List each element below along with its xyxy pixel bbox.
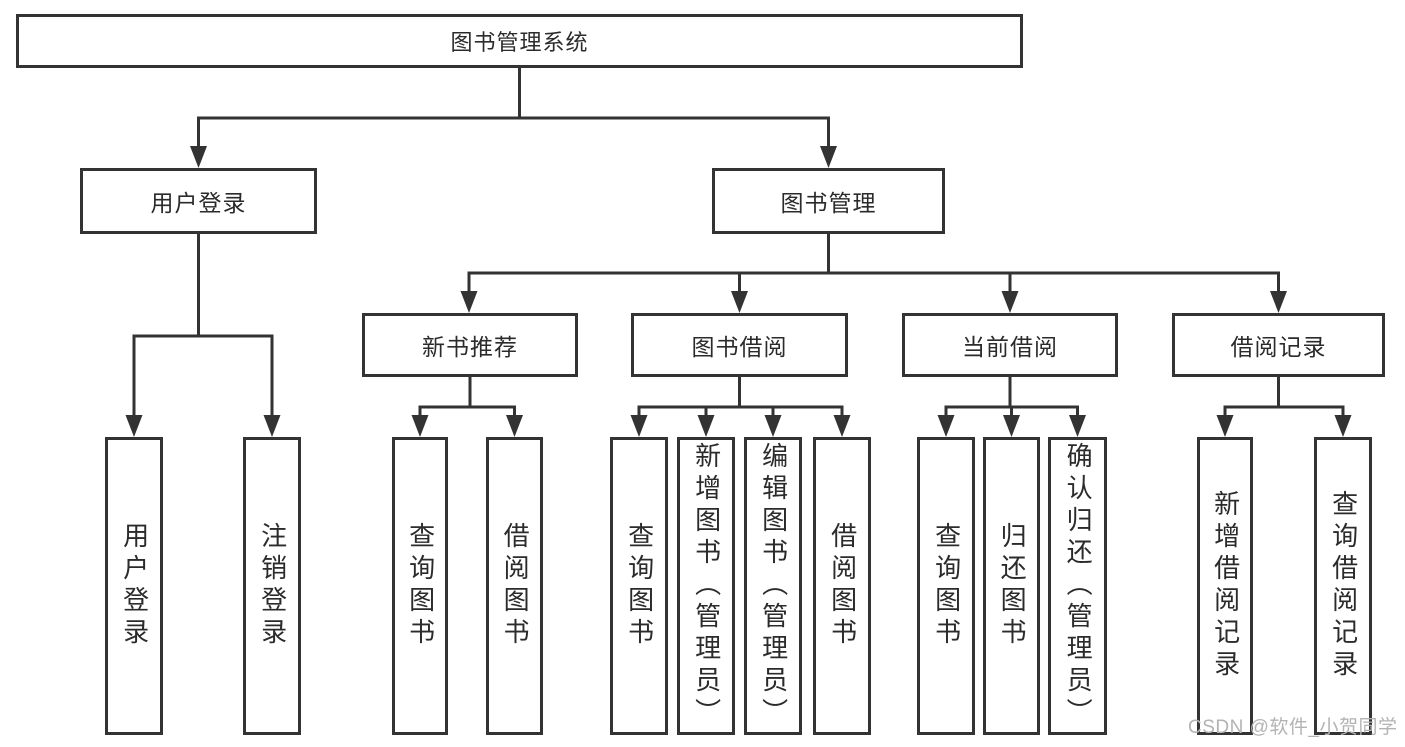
- leaf-label: 确认归还（管理员）: [1063, 442, 1094, 730]
- leaf-label: 查询图书: [405, 522, 436, 650]
- leaf-label: 新增借阅记录: [1210, 490, 1241, 682]
- leaf-add-borrow-record: 新增借阅记录: [1197, 437, 1253, 735]
- node-new-book-recommend: 新书推荐: [362, 313, 578, 377]
- node-book-borrow: 图书借阅: [631, 313, 848, 377]
- leaf-query-books-3: 查询图书: [917, 437, 975, 735]
- leaf-return-books: 归还图书: [983, 437, 1040, 735]
- leaf-label: 借阅图书: [500, 522, 531, 650]
- leaf-label: 查询图书: [931, 522, 962, 650]
- leaf-query-borrow-record: 查询借阅记录: [1314, 437, 1372, 735]
- leaf-borrow-books-1: 借阅图书: [486, 437, 543, 735]
- node-book-management: 图书管理: [712, 168, 945, 234]
- leaf-label: 编辑图书（管理员）: [758, 442, 789, 730]
- leaf-borrow-books-2: 借阅图书: [813, 437, 871, 735]
- leaf-label: 归还图书: [997, 522, 1028, 650]
- leaf-query-books-1: 查询图书: [392, 437, 448, 735]
- node-current-borrow: 当前借阅: [902, 313, 1118, 377]
- leaf-label: 用户登录: [119, 522, 150, 650]
- leaf-user-login: 用户登录: [105, 437, 163, 735]
- leaf-label: 借阅图书: [827, 522, 858, 650]
- connector-paths: [132, 68, 1345, 416]
- node-library-system: 图书管理系统: [16, 14, 1023, 68]
- leaf-confirm-return-admin: 确认归还（管理员）: [1048, 437, 1107, 735]
- leaf-edit-books-admin: 编辑图书（管理员）: [744, 437, 802, 735]
- leaf-query-books-2: 查询图书: [610, 437, 668, 735]
- leaf-label: 注销登录: [257, 522, 288, 650]
- leaf-add-books-admin: 新增图书（管理员）: [677, 437, 735, 735]
- arrowhead-down-icon: [125, 146, 1352, 437]
- watermark: CSDN @软件_小贺同学: [1188, 717, 1398, 738]
- node-borrow-records: 借阅记录: [1172, 313, 1385, 377]
- leaf-label: 查询图书: [624, 522, 655, 650]
- node-user-login: 用户登录: [80, 168, 317, 234]
- leaf-logout: 注销登录: [243, 437, 301, 735]
- leaf-label: 新增图书（管理员）: [691, 442, 722, 730]
- leaf-label: 查询借阅记录: [1328, 490, 1359, 682]
